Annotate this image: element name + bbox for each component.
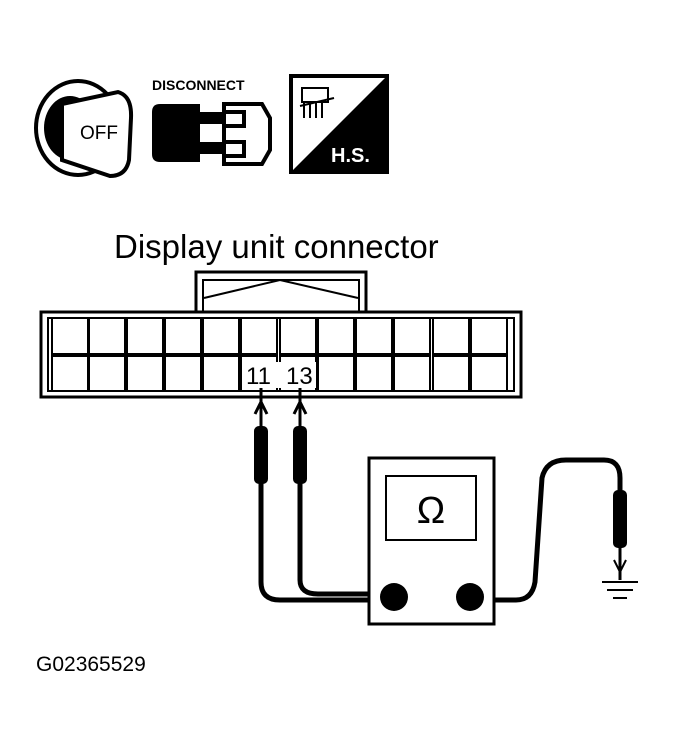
ohmmeter: Ω — [367, 456, 496, 626]
meter-terminal-left — [380, 583, 408, 611]
meter-terminal-right — [456, 583, 484, 611]
figure-code: G02365529 — [36, 653, 146, 676]
probe-pin-11 — [253, 388, 269, 484]
hs-label: H.S. — [331, 145, 370, 167]
harness-side-icon: H.S. — [289, 74, 389, 174]
connector-title: Display unit connector — [114, 228, 439, 265]
ohm-symbol: Ω — [417, 490, 445, 532]
probe-pin-13 — [292, 388, 308, 484]
connector-cavities — [51, 317, 508, 392]
ground-symbol — [602, 581, 638, 599]
harness-connector-glyph — [299, 87, 335, 118]
pin-label-11: 11 — [246, 363, 271, 390]
test-leads — [258, 457, 623, 603]
disconnect-connector-icon: DISCONNECT — [152, 77, 272, 166]
ignition-key-off-icon: OFF — [34, 79, 134, 179]
ignition-off-label: OFF — [80, 123, 118, 144]
pin-label-13: 13 — [286, 363, 313, 390]
display-unit-connector — [39, 270, 523, 399]
disconnect-label: DISCONNECT — [152, 77, 245, 93]
ohmmeter-display — [385, 475, 477, 541]
ground-probe — [613, 490, 627, 580]
